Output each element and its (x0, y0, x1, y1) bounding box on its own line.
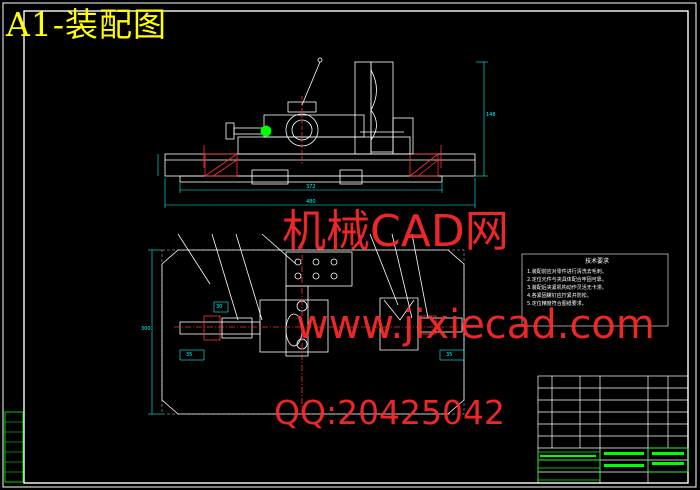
watermark-url: www.jixiecad.com (296, 302, 655, 348)
technical-note-item: 1.装配前应对零件进行清洗去毛刺。 (527, 269, 607, 275)
left-code-strip (4, 411, 24, 483)
watermark-site-name: 机械CAD网 (282, 206, 509, 257)
dim-mid: 30 (216, 304, 223, 310)
watermark-qq: QQ:20425042 (274, 393, 506, 432)
technical-notes-heading: 技术要求 (584, 258, 609, 265)
front-view-dimensions (157, 61, 488, 208)
dim-small-left: 35 (186, 352, 193, 358)
inner-border (23, 10, 689, 484)
technical-note-item: 2.定位元件与夹具体配合牢固可靠。 (527, 277, 607, 283)
dim-small-right: 35 (446, 352, 453, 358)
title-block-marks (540, 452, 684, 467)
dim-front-width: 372 (306, 184, 316, 190)
technical-note-item: 3.装配后夹紧机构动作灵活无卡滞。 (527, 285, 607, 291)
technical-note-item: 5.定位精度符合图纸要求。 (527, 301, 587, 307)
dim-front-total: 480 (306, 199, 316, 205)
technical-notes: 技术要求 1.装配前应对零件进行清洗去毛刺。 2.定位元件与夹具体配合牢固可靠。… (527, 258, 667, 308)
plan-view (161, 233, 465, 418)
front-view (164, 57, 476, 185)
technical-note-item: 4.各紧固螺钉应拧紧并防松。 (527, 293, 592, 299)
dim-plan-height: 300 (141, 326, 151, 332)
title-block (537, 375, 689, 484)
dim-height: 148 (486, 112, 496, 118)
sheet-title: A1-装配图 (6, 5, 167, 44)
technical-notes-frame (521, 253, 669, 327)
plan-view-dimensions (148, 249, 465, 415)
